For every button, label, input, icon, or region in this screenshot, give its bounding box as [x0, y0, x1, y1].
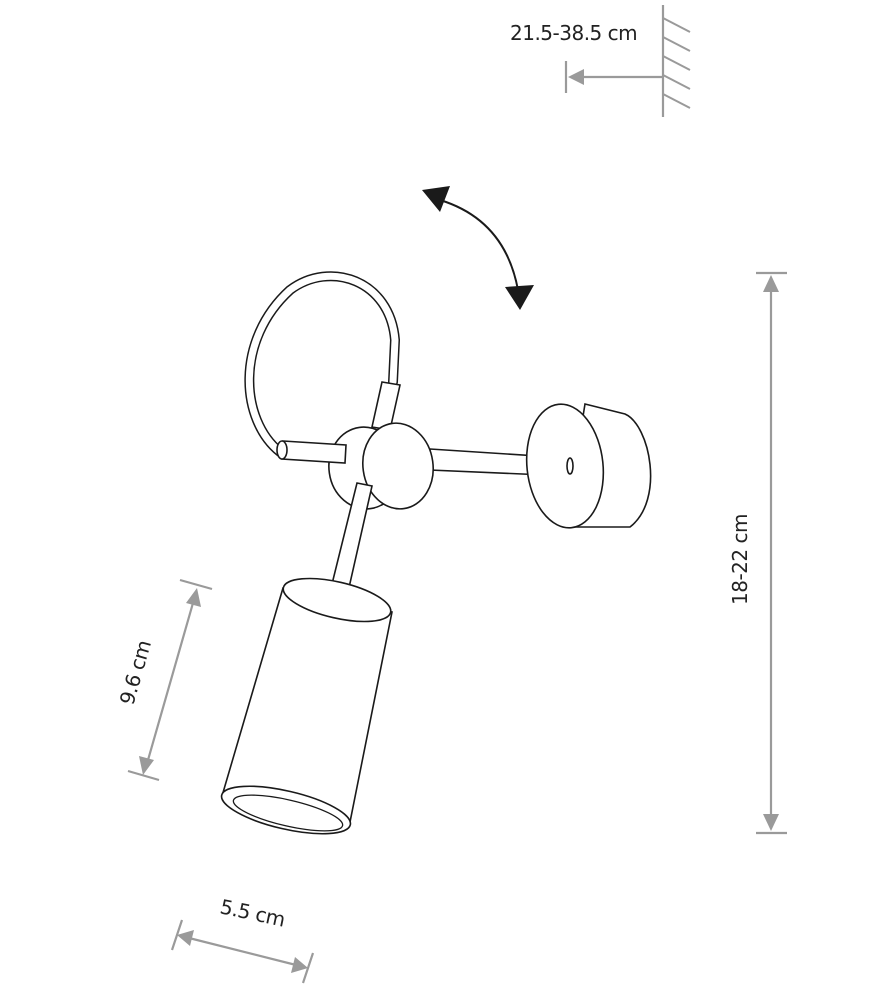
height-dimension: 18-22 cm [728, 271, 787, 835]
shade-length-dimension: 9.6 cm [115, 578, 213, 782]
shade-length-label: 9.6 cm [115, 638, 156, 708]
height-label: 18-22 cm [728, 514, 752, 605]
wall-distance-dimension: 21.5-38.5 cm [510, 21, 663, 93]
wall-distance-label: 21.5-38.5 cm [510, 21, 637, 45]
shade-diameter-label: 5.5 cm [218, 894, 287, 931]
rotation-arrow-icon [422, 186, 534, 310]
shade-diameter-dimension: 5.5 cm [170, 894, 315, 984]
lamp-illustration [220, 271, 652, 835]
wall-hatch-icon [661, 5, 691, 117]
